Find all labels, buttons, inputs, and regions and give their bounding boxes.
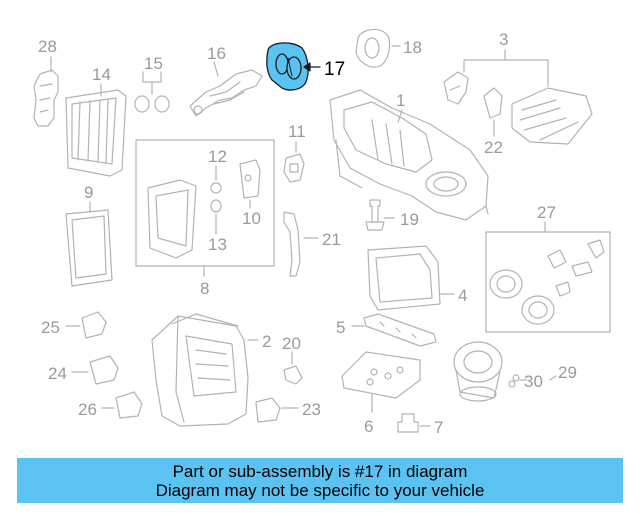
part-label-3: 3: [499, 30, 508, 49]
part-label-14: 14: [92, 65, 111, 84]
part-label-15: 15: [144, 54, 163, 73]
part-label-25: 25: [41, 318, 60, 337]
banner-line-2: Diagram may not be specific to your vehi…: [155, 480, 485, 500]
part-1-hvac-housing: 1: [329, 89, 489, 221]
part-label-19: 19: [400, 210, 419, 229]
part-label-23: 23: [302, 400, 321, 419]
part-label-27: 27: [537, 203, 556, 222]
banner-line-1: Part or sub-assembly is #17 in diagram: [172, 461, 468, 481]
part-label-17: 17: [324, 59, 345, 80]
part-16-pipe: 16: [189, 44, 263, 117]
part-25-actuator: 25: [41, 311, 107, 339]
part-label-5: 5: [336, 318, 345, 337]
part-label-18: 18: [403, 38, 422, 57]
part-label-12: 12: [208, 147, 227, 166]
part-label-26: 26: [78, 400, 97, 419]
part-17-seal-highlighted[interactable]: 17: [266, 42, 345, 91]
part-15-orings: 15: [134, 54, 170, 113]
part-label-9: 9: [84, 183, 93, 202]
part-19-bolt: 19: [365, 199, 419, 231]
part-label-4: 4: [458, 286, 467, 305]
part-24-actuator: 24: [48, 355, 119, 385]
part-label-6: 6: [364, 417, 373, 436]
part-8-evaporator-group: 12 13 10 8: [135, 139, 275, 298]
part-29-blower-motor: 30 29: [453, 341, 577, 402]
part-label-22: 22: [484, 138, 503, 157]
info-banner: Part or sub-assembly is #17 in diagram D…: [17, 458, 623, 503]
part-label-24: 24: [48, 364, 67, 383]
part-28-bracket: 28: [33, 37, 59, 127]
part-label-28: 28: [38, 37, 57, 56]
part-label-13: 13: [208, 235, 227, 254]
part-18-grommet: 18: [355, 28, 422, 68]
part-26-actuator: 26: [78, 391, 143, 419]
part-label-16: 16: [207, 44, 226, 63]
part-27-blower-kit: 27: [485, 203, 611, 333]
part-label-11: 11: [288, 122, 306, 141]
part-21-hose: 21: [283, 211, 341, 277]
part-label-1: 1: [396, 91, 405, 110]
part-label-29: 29: [558, 363, 577, 382]
part-label-21: 21: [322, 230, 341, 249]
part-6-plate: 6: [341, 351, 421, 436]
part-20-sensor: 20: [282, 334, 303, 385]
part-label-30: 30: [524, 372, 543, 391]
part-3-heater-assembly: 3 22: [443, 30, 593, 157]
part-label-10: 10: [242, 209, 261, 228]
part-label-2: 2: [262, 332, 271, 351]
part-label-7: 7: [434, 418, 443, 437]
part-11-clip: 11: [283, 122, 306, 183]
part-label-8: 8: [200, 279, 209, 298]
part-2-lower-housing: 2: [151, 313, 271, 427]
part-5-strip: 5: [336, 313, 437, 347]
part-23-connector: 23: [255, 397, 321, 423]
part-label-20: 20: [282, 334, 301, 353]
part-9-filter: 9: [65, 183, 113, 287]
part-7-bolt: 7: [397, 413, 443, 437]
part-14-core: 14: [65, 65, 127, 177]
part-4-panel: 4: [367, 245, 467, 311]
